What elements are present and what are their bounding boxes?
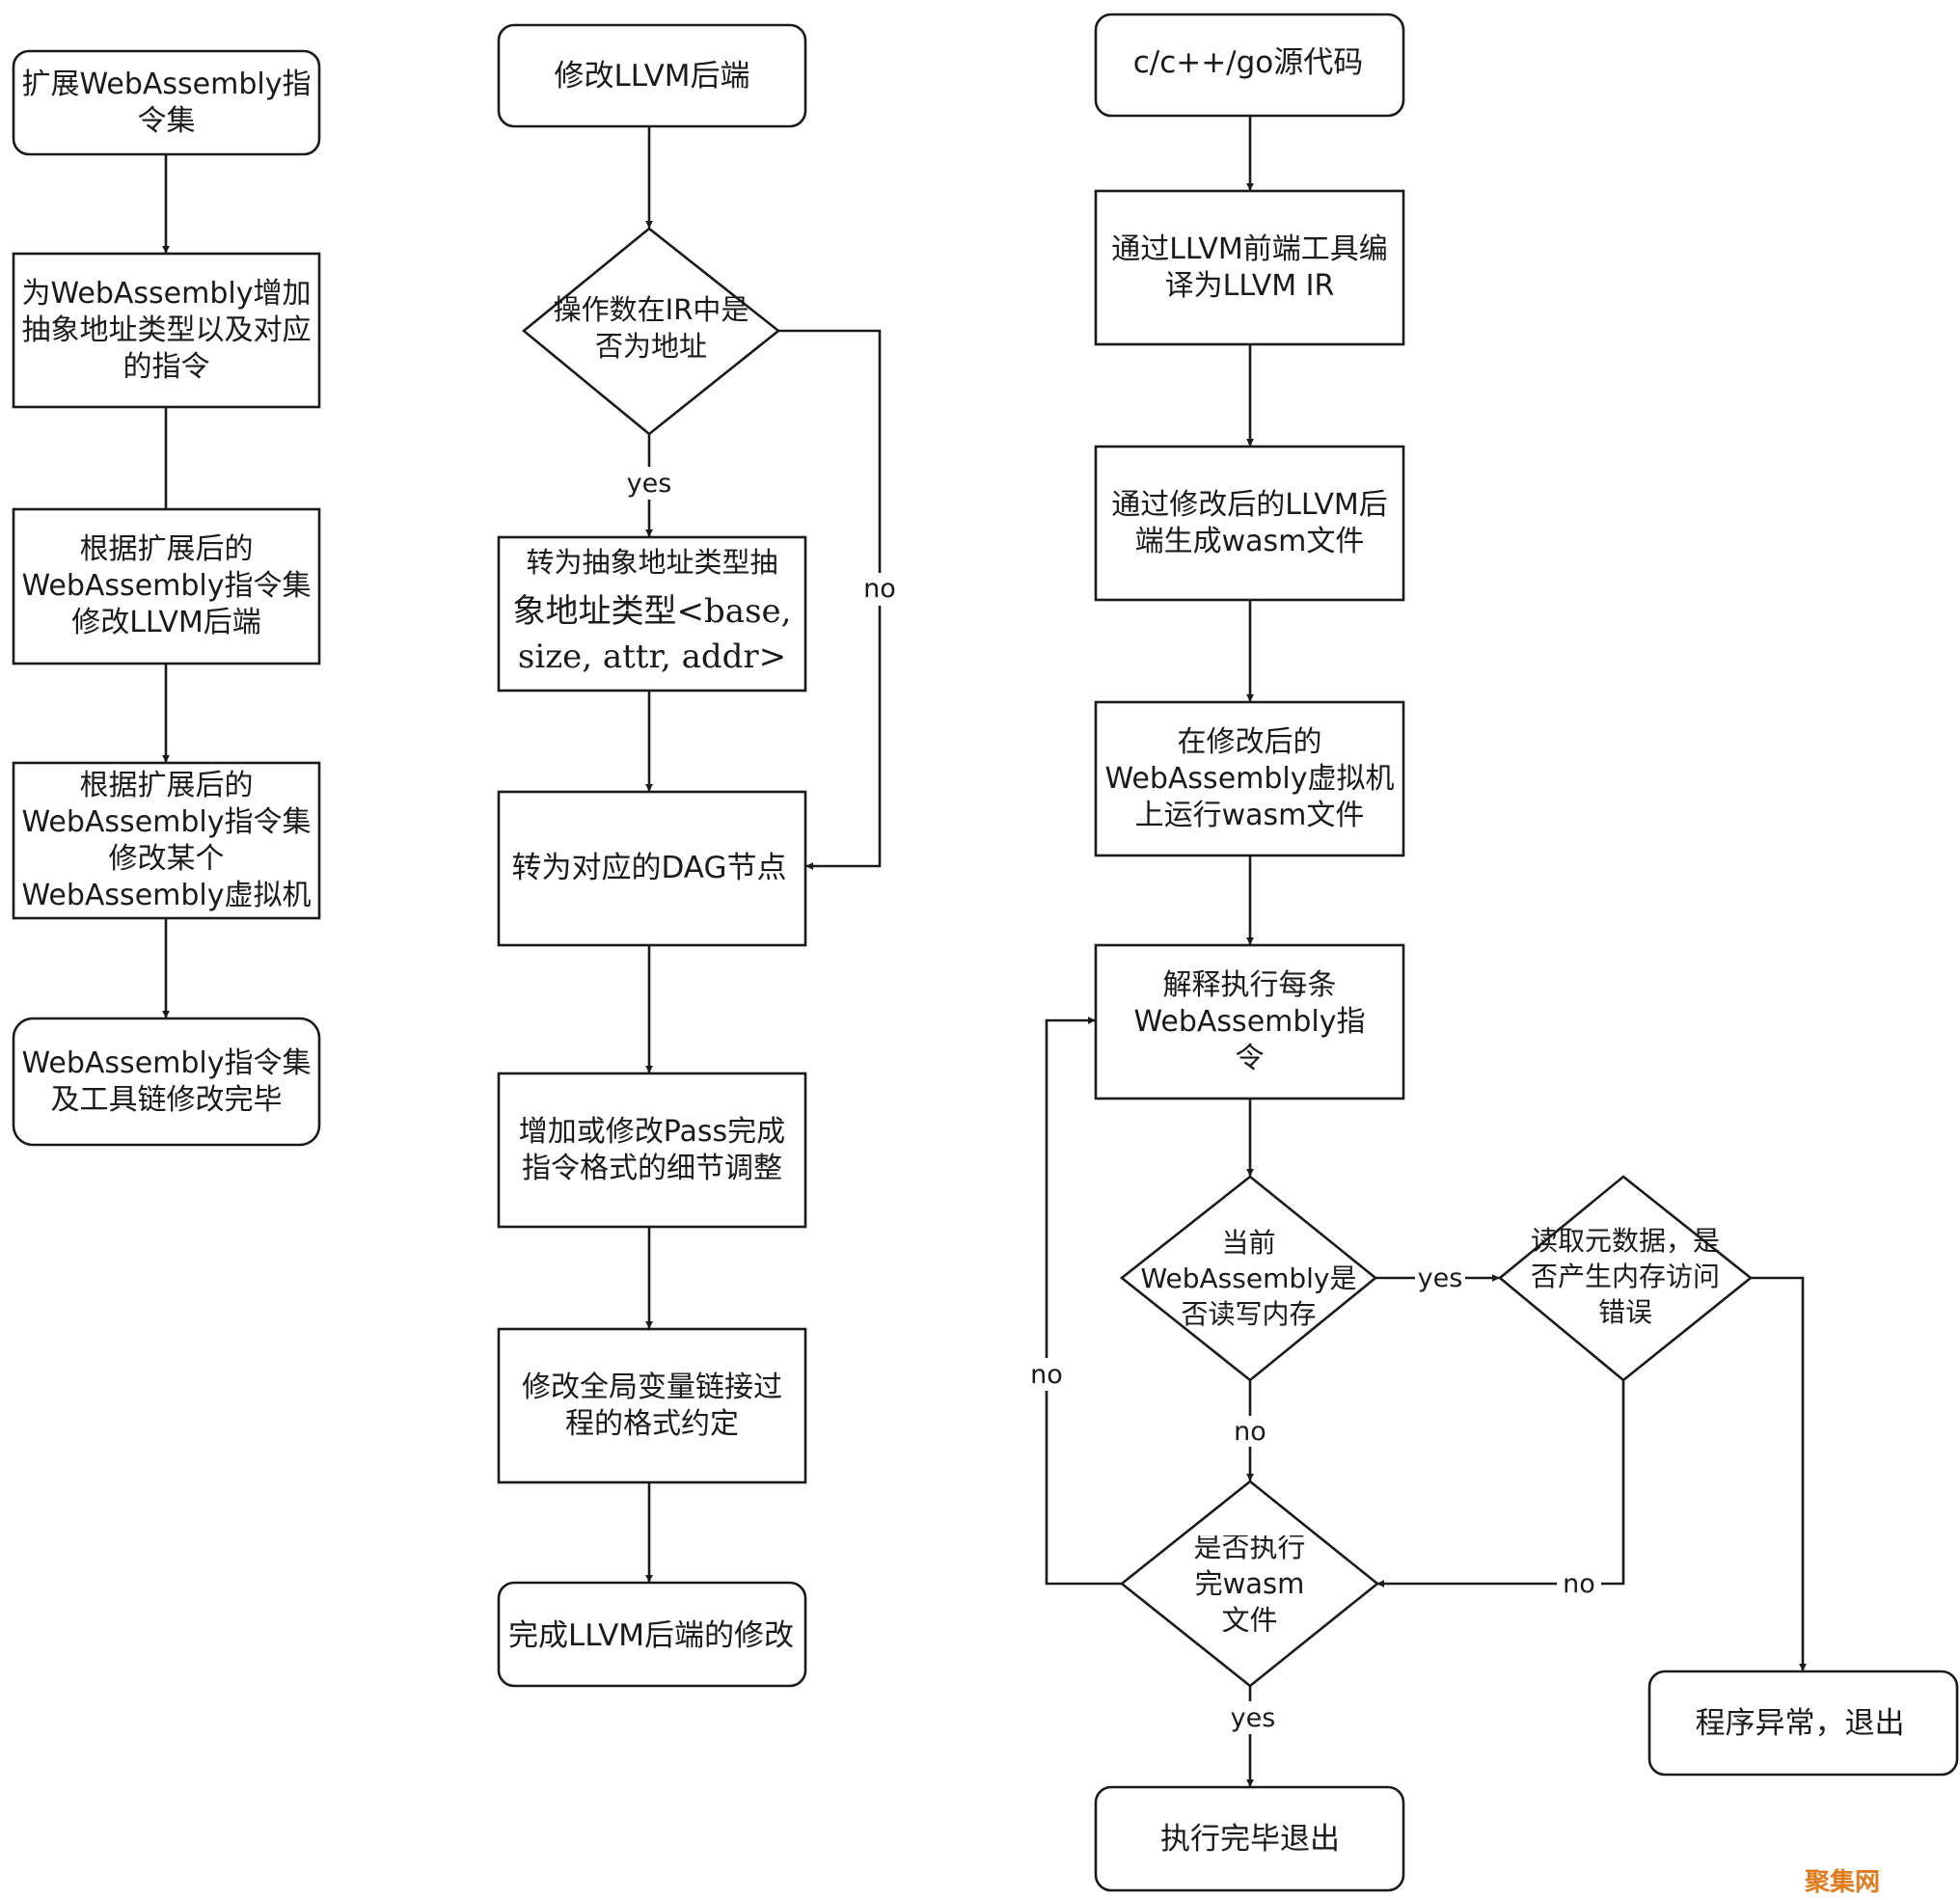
c2-label-yes: yes (627, 469, 672, 499)
c2-node-to-abstract-type-line2: 象地址类型<base, (513, 592, 792, 631)
c2-decision-is-address (521, 227, 781, 436)
c3-node-exit-error (1647, 1669, 1959, 1777)
column2-edges (645, 126, 882, 1583)
c2-node-global-linkage (497, 1327, 807, 1484)
watermark-logo: 聚集网 (1804, 1867, 1880, 1897)
c1-node-modify-llvm-backend-label: 根据扩展后的WebAssembly指令集修改LLVM后端 (21, 532, 312, 639)
c2-node-pass-adjust-fo: 增加或修改Pass完成指令格式的细节调整 (518, 1114, 786, 1185)
c3-node-source-code-label: c/c++/go源代码 (1133, 45, 1364, 80)
c2-node-backend-done-label: 完成LLVM后端的修改 (508, 1618, 794, 1653)
c3-label-d3-yes: yes (1231, 1703, 1276, 1733)
c3-decision-finished (1119, 1479, 1380, 1688)
c2-label-no: no (863, 574, 896, 604)
c3-decision-finished-label: 是否执行完wasm文件 (1193, 1535, 1306, 1632)
c3-node-backend-generate (1094, 445, 1405, 602)
column2-edge-labels: yes no (623, 467, 901, 606)
c3-label-d1-yes: yes (1418, 1263, 1463, 1293)
c2-node-pass-adjust (497, 1072, 807, 1229)
c2-decision-is-address-fo: 操作数在IR中是否为地址 (553, 293, 749, 363)
column3-edge-labels: yes no no yes no (1025, 1263, 1601, 1734)
c1-node-modify-vm (12, 761, 321, 920)
c1-node-finished-label: WebAssembly指令集及工具链修改完毕 (21, 1045, 312, 1117)
c3-node-source-code (1094, 13, 1405, 118)
column2-nodes: 修改LLVM后端 操作数在IR中是否为地址 转为抽象地址类型抽 象地址类型<ba… (497, 23, 807, 1688)
edge-c3-d3-n5-no (1045, 1017, 1122, 1586)
c3-decision-memory-access-label: 当前WebAssembly是否读写内存 (1140, 1226, 1357, 1330)
c2-node-global-linkage-fo: 修改全局变量链接过程的格式约定 (522, 1370, 782, 1441)
c1-node-extend-isa-fo: 扩展WebAssembly指令集 (21, 67, 312, 138)
c1-node-add-abstract-type-label: 为WebAssembly增加抽象地址类型以及对应的指令 (21, 276, 312, 384)
c3-decision-memory-error-fo: 读取元数据，是否产生内存访问错误 (1530, 1224, 1720, 1328)
c3-decision-memory-access-fo: 当前WebAssembly是否读写内存 (1140, 1226, 1357, 1330)
c1-node-modify-vm-label: 根据扩展后的WebAssembly指令集修改某个WebAssembly虚拟机 (21, 768, 312, 912)
column1-nodes: 扩展WebAssembly指令集 为WebAssembly增加抽象地址类型以及对… (12, 49, 321, 1147)
c1-node-modify-llvm-backend (12, 507, 321, 665)
edge-c3-d2-d3-no (1376, 1380, 1625, 1588)
c1-node-finished (12, 1017, 321, 1147)
c1-node-finished-fo: WebAssembly指令集及工具链修改完毕 (21, 1045, 312, 1117)
c2-node-to-abstract-type-line1: 转为抽象地址类型抽 (526, 546, 777, 579)
column3-nodes: c/c++/go源代码 通过LLVM前端工具编译为LLVM IR 通过修改后的L… (1094, 13, 1959, 1892)
c3-decision-memory-error-label: 读取元数据，是否产生内存访问错误 (1530, 1224, 1720, 1328)
c3-node-backend-generate-label: 通过修改后的LLVM后端生成wasm文件 (1111, 487, 1388, 558)
c3-node-run-vm-label: 在修改后的WebAssembly虚拟机上运行wasm文件 (1104, 724, 1395, 832)
c2-node-backend-done (497, 1581, 807, 1688)
c2-node-pass-adjust-label: 增加或修改Pass完成指令格式的细节调整 (518, 1114, 786, 1185)
c3-label-d2-no: no (1563, 1569, 1595, 1599)
c1-node-extend-isa-label: 扩展WebAssembly指令集 (21, 67, 312, 138)
c1-node-modify-vm-fo: 根据扩展后的WebAssembly指令集修改某个WebAssembly虚拟机 (21, 768, 312, 912)
c3-node-exit-ok-label: 执行完毕退出 (1160, 1822, 1340, 1857)
c2-node-to-dag (497, 790, 807, 947)
c2-node-to-abstract-type (497, 535, 807, 692)
c2-node-modify-llvm-backend (497, 23, 807, 128)
c3-node-frontend-compile-fo: 通过LLVM前端工具编译为LLVM IR (1111, 231, 1388, 303)
c3-decision-memory-access (1119, 1175, 1378, 1382)
c3-node-backend-generate-fo: 通过修改后的LLVM后端生成wasm文件 (1111, 487, 1388, 558)
c3-node-frontend-compile-label: 通过LLVM前端工具编译为LLVM IR (1111, 231, 1388, 303)
c3-node-run-vm-fo: 在修改后的WebAssembly虚拟机上运行wasm文件 (1104, 724, 1395, 832)
c2-node-global-linkage-label: 修改全局变量链接过程的格式约定 (522, 1370, 782, 1441)
c3-decision-memory-error (1497, 1175, 1754, 1382)
c3-node-exit-error-label: 程序异常，退出 (1696, 1706, 1905, 1741)
c3-node-exit-ok (1094, 1785, 1405, 1892)
c3-decision-finished-fo: 是否执行完wasm文件 (1193, 1535, 1306, 1632)
c2-node-modify-llvm-backend-label: 修改LLVM后端 (554, 59, 749, 94)
c1-node-modify-llvm-backend-fo: 根据扩展后的WebAssembly指令集修改LLVM后端 (21, 532, 312, 639)
c1-node-add-abstract-type-fo: 为WebAssembly增加抽象地址类型以及对应的指令 (21, 276, 312, 384)
c1-node-add-abstract-type (12, 252, 321, 409)
edge-c3-d2-n7-yes (1751, 1276, 1807, 1671)
c2-decision-is-address-label: 操作数在IR中是否为地址 (553, 293, 749, 363)
c3-node-interpret (1094, 943, 1405, 1100)
c3-node-frontend-compile (1094, 189, 1405, 346)
c3-node-run-vm (1094, 700, 1405, 857)
c1-node-extend-isa (12, 49, 321, 156)
c3-label-d1-no: no (1234, 1417, 1266, 1447)
c2-node-to-dag-label: 转为对应的DAG节点 (511, 851, 786, 885)
c3-node-interpret-label: 解释执行每条WebAssembly指令 (1133, 967, 1366, 1075)
c3-node-interpret-fo: 解释执行每条WebAssembly指令 (1133, 967, 1366, 1075)
c3-label-d3-no: no (1030, 1360, 1063, 1390)
c2-node-to-abstract-type-line3: size, attr, addr> (518, 638, 786, 676)
